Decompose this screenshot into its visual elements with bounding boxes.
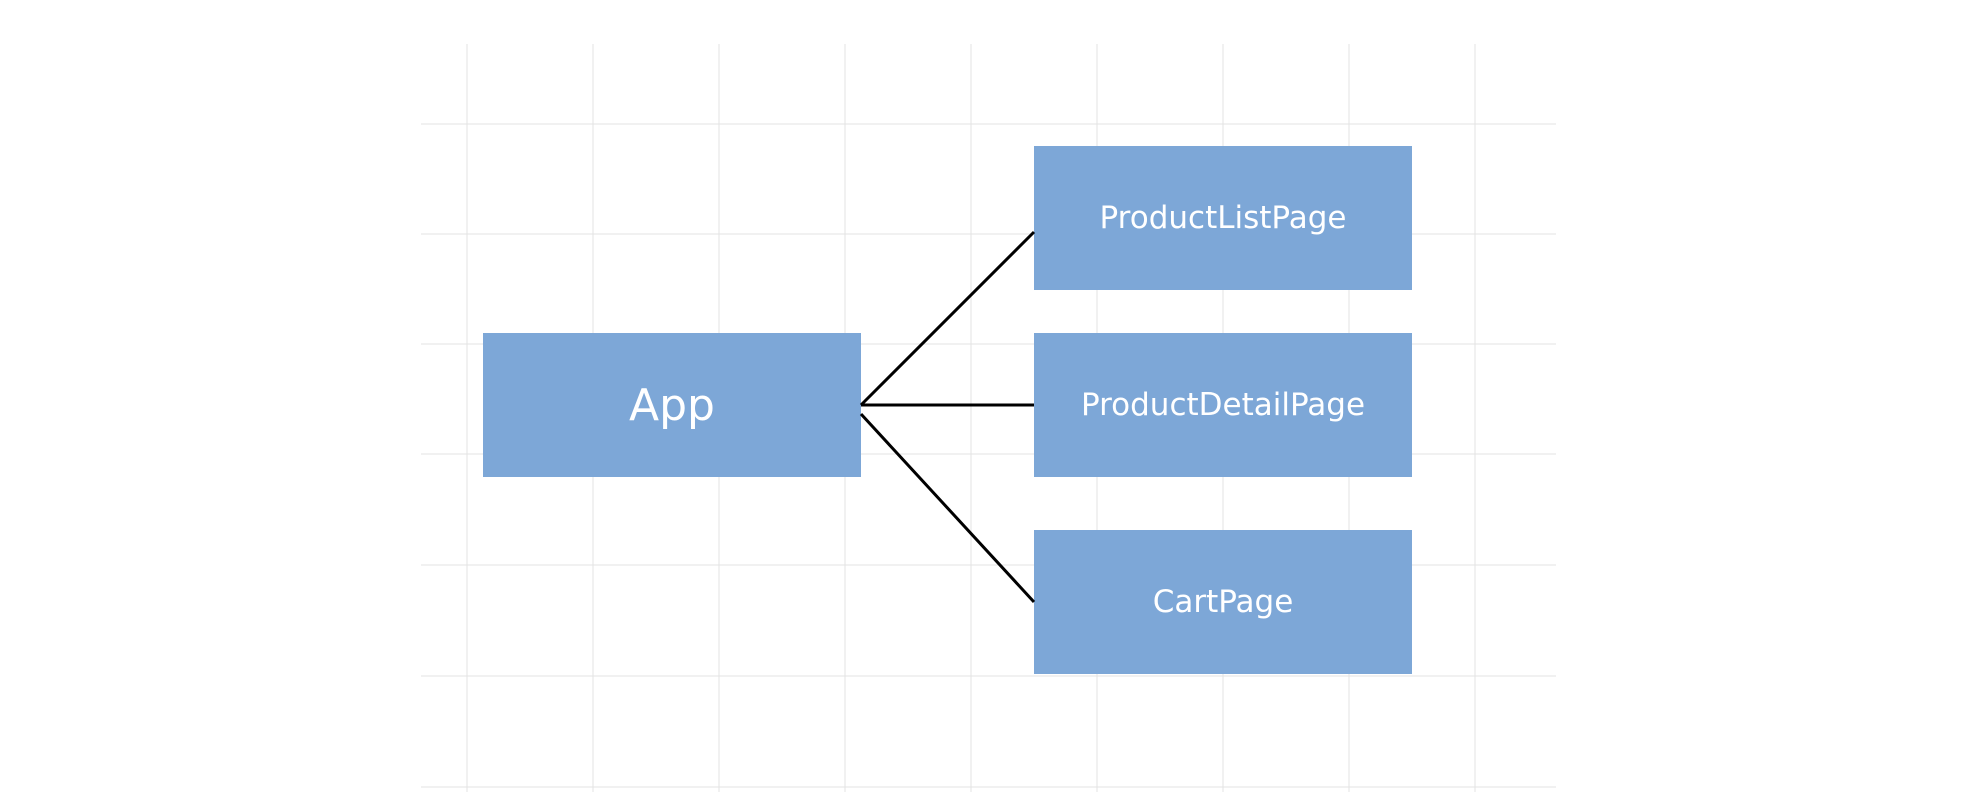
node-label-cart: CartPage <box>1152 584 1294 620</box>
node-productlist-label: ProductListPage <box>1034 146 1412 290</box>
node-cart-label: CartPage <box>1034 530 1412 674</box>
edge-app-to-productlist[interactable] <box>859 230 1036 407</box>
node-app-label: App <box>483 333 861 477</box>
node-label-app: App <box>629 379 715 431</box>
edges <box>859 230 1036 604</box>
node-app-rect[interactable] <box>483 333 861 477</box>
edge-app-to-cart[interactable] <box>859 412 1036 604</box>
node-productdetail-label: ProductDetailPage <box>1034 333 1412 477</box>
node-productdetail-rect[interactable] <box>1034 333 1412 477</box>
node-label-productdetail: ProductDetailPage <box>1080 387 1366 423</box>
node-productlist-rect[interactable] <box>1034 146 1412 290</box>
node-label-productlist: ProductListPage <box>1099 200 1347 236</box>
node-cart-rect[interactable] <box>1034 530 1412 674</box>
node-shapes <box>483 146 1412 674</box>
